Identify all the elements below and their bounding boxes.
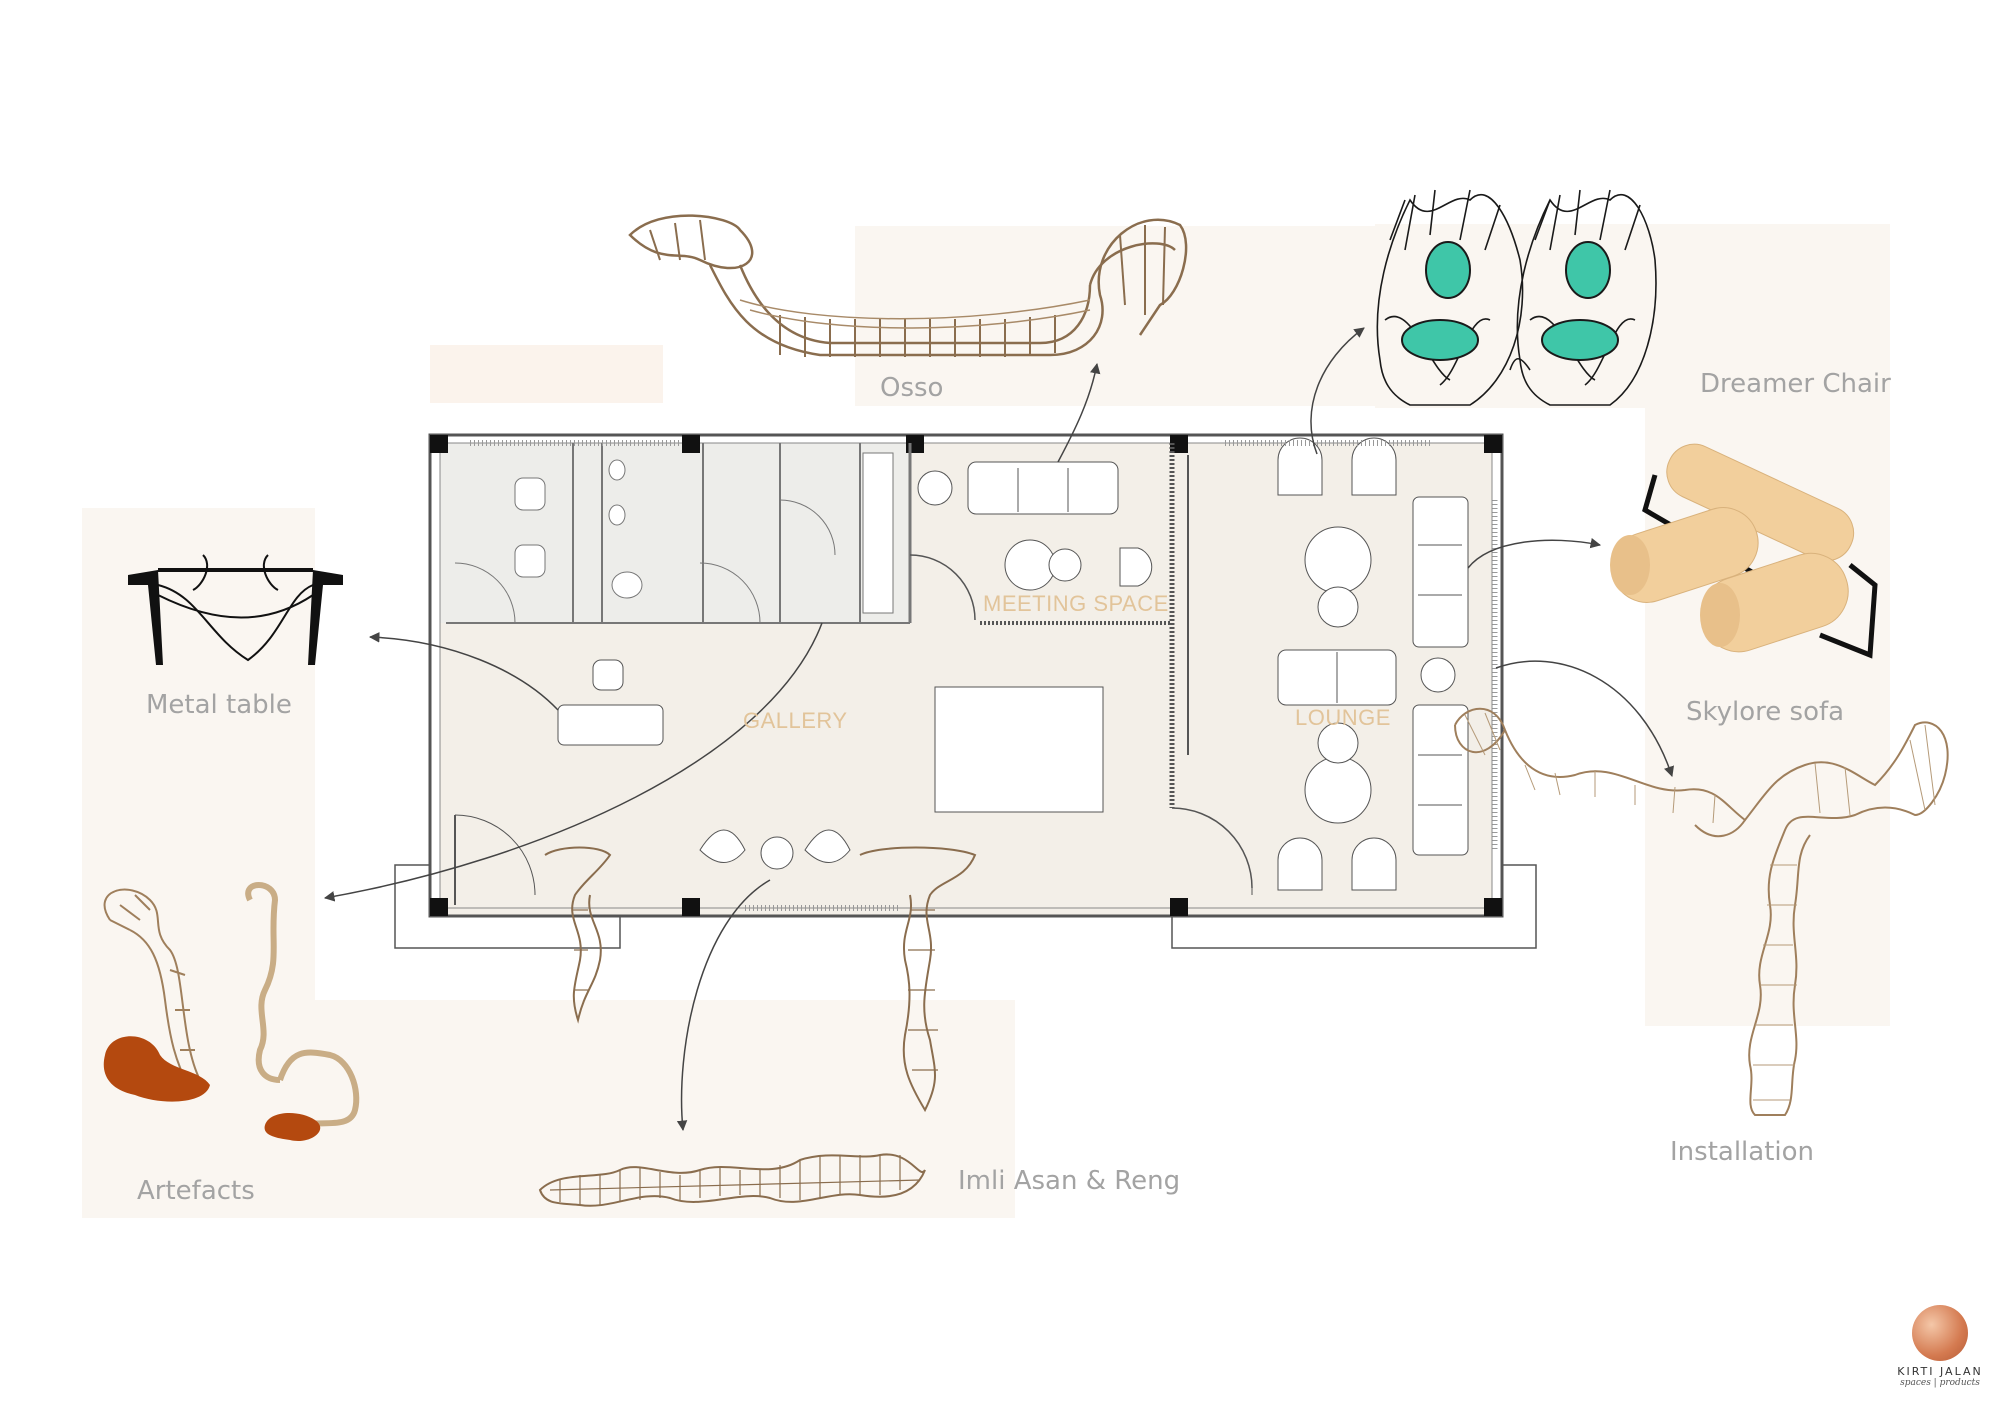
metal-table-illustration (128, 554, 343, 665)
caption-metal-table: Metal table (146, 690, 292, 720)
caption-osso: Osso (880, 373, 944, 403)
caption-artefacts: Artefacts (137, 1176, 255, 1206)
panel-bottom (315, 1000, 1015, 1218)
panel-left-column (82, 508, 315, 1218)
panel-small-strip (430, 345, 663, 403)
room-label-lounge: LOUNGE (1295, 705, 1391, 730)
panel-osso (855, 226, 1375, 406)
skylore-sofa-illustration (1610, 443, 1878, 659)
brand-tagline: spaces | products (1900, 1378, 1980, 1388)
dreamer-chair-illustration (1376, 189, 1657, 406)
caption-skylore-sofa: Skylore sofa (1686, 697, 1845, 727)
caption-imli-asan-reng: Imli Asan & Reng (958, 1166, 1181, 1196)
caption-dreamer-chair: Dreamer Chair (1700, 369, 1891, 399)
osso-bench-illustration (628, 214, 1188, 357)
brand-logo: KIRTI JALAN spaces | products (1895, 1305, 1985, 1388)
room-label-meeting-space: MEETING SPACE (983, 591, 1169, 616)
caption-installation: Installation (1670, 1137, 1815, 1167)
artefacts-illustration (103, 882, 360, 1141)
brand-mark-icon (1912, 1305, 1968, 1361)
brand-name: KIRTI JALAN (1897, 1365, 1983, 1378)
room-label-gallery: GALLERY (743, 708, 848, 733)
installation-illustration (1454, 707, 1949, 1116)
imli-asan-reng-illustration (538, 846, 977, 1207)
